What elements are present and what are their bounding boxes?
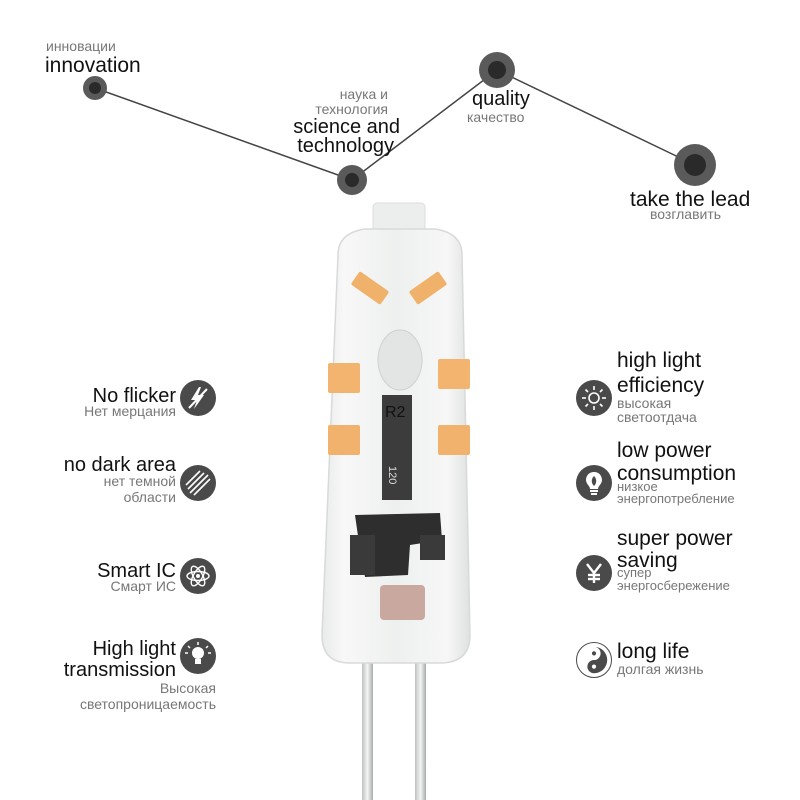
super-power-saving-en-1: super power [617, 527, 733, 550]
lead-en: take the lead [630, 188, 751, 211]
high-light-transmission-ru-2: светопроницаемость [79, 696, 216, 712]
quality-en: quality [472, 88, 530, 110]
lightbulb-icon [180, 638, 216, 674]
science-en-1: science and [293, 116, 400, 138]
striped-circle-icon [180, 465, 216, 501]
low-power-consumption-en-1: low power [617, 439, 712, 462]
super-power-saving-ru-1: супер [617, 565, 652, 580]
sun-icon [576, 380, 612, 416]
innovation-en: innovation [45, 54, 141, 77]
pin-right [415, 655, 426, 800]
pin-left [362, 655, 373, 800]
chip-number: 120 [386, 466, 398, 484]
super-power-saving-en-2: saving [617, 549, 678, 572]
long-life-ru: долгая жизнь [617, 661, 704, 677]
high-light-efficiency-ru-1: высокая [617, 395, 672, 411]
innovation-ru: инновации [46, 38, 116, 54]
low-power-consumption-ru-1: низкое [617, 479, 658, 494]
low-power-consumption-en-2: consumption [617, 462, 737, 485]
no-flicker-ru: Нет мерцания [84, 403, 176, 419]
high-light-transmission-ru-1: Высокая [159, 680, 216, 696]
quality-ru: качество [467, 109, 525, 125]
yen-icon [576, 555, 612, 591]
lightning-slash-icon [180, 380, 216, 416]
science-ru-2: технология [315, 101, 388, 117]
resistor-chip [382, 395, 412, 500]
yin-yang-icon [576, 642, 612, 678]
high-light-transmission-en-2: transmission [63, 659, 176, 681]
smart-ic-en: Smart IC [97, 560, 176, 582]
no-flicker-en: No flicker [92, 385, 176, 407]
no-dark-area-ru-1: нет темной [103, 473, 176, 489]
super-power-saving-ru-2: энергосбережение [617, 578, 730, 593]
high-light-efficiency-en-1: high light [617, 349, 702, 372]
chip-label: R2 [385, 404, 406, 421]
science-ru-1: наука и [339, 86, 388, 102]
atom-icon [180, 558, 216, 594]
high-light-efficiency-en-2: efficiency [617, 374, 705, 397]
long-life-en: long life [617, 640, 690, 663]
g4-led-bulb-image: R2 120 [321, 202, 471, 800]
high-light-efficiency-ru-2: светоотдача [617, 409, 697, 425]
no-dark-area-en: no dark area [63, 454, 176, 476]
high-light-transmission-en-1: High light [92, 638, 176, 660]
lead-ru: возглавить [650, 206, 722, 222]
science-en-2: technology [297, 135, 394, 157]
smart-ic-ru: Смарт ИС [110, 578, 176, 594]
timeline-lines [83, 52, 716, 195]
leaf-bulb-icon [576, 465, 612, 501]
no-dark-area-ru-2: области [123, 489, 176, 505]
low-power-consumption-ru-2: энергопотребление [617, 491, 735, 506]
